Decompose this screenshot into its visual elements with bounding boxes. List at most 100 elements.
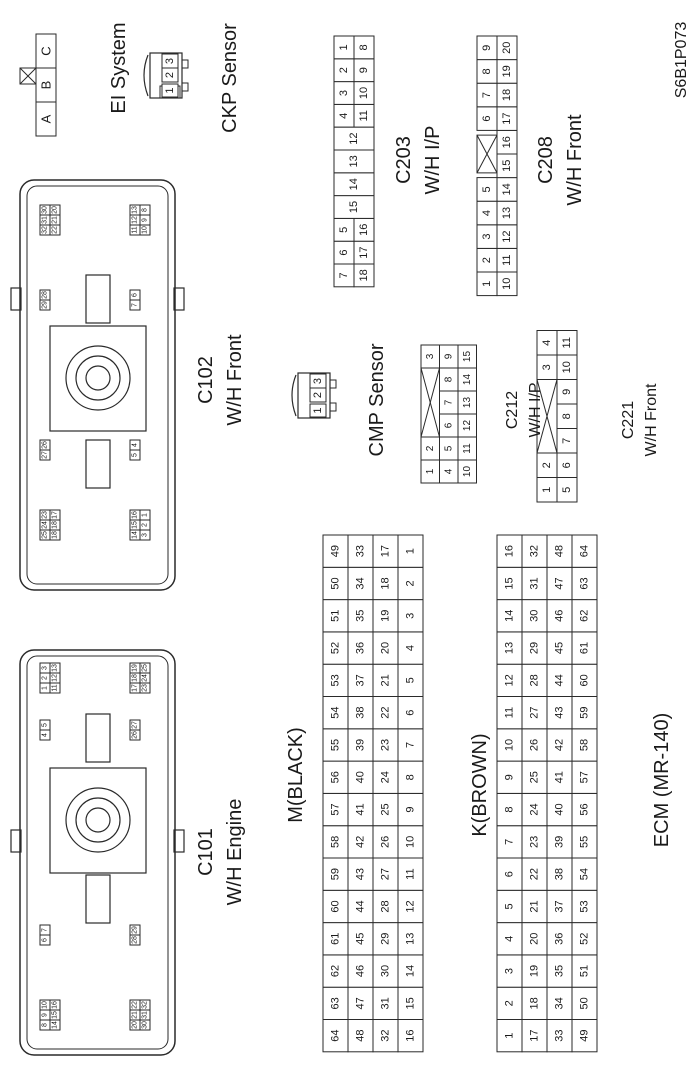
m-pin-3-cell [397, 599, 424, 633]
c101-pin-6-cell [39, 934, 51, 946]
c102-pin-22-cell [49, 224, 61, 236]
k-pin-41-label: 41 [554, 771, 566, 783]
k-pin-22-label: 22 [529, 868, 541, 880]
c102-pin-30-label: 30 [42, 206, 49, 214]
m-pin-13-cell [397, 922, 424, 956]
c102-pin-27-label: 27 [42, 451, 49, 459]
c208-pin-11-label: 11 [501, 254, 513, 265]
m-pin-16-cell [397, 1019, 424, 1053]
k-pin-24-label: 24 [529, 803, 541, 815]
c101-pin-21-label: 21 [132, 1011, 139, 1019]
k-pin-7-label: 7 [504, 839, 516, 845]
k-pin-4-cell [496, 922, 523, 956]
ckp-pin-3-label: 3 [164, 58, 176, 64]
c203-pin-16-label: 16 [358, 224, 370, 236]
m-pin-49-label: 49 [330, 545, 342, 557]
k-pin-43-label: 43 [554, 707, 566, 719]
c203-pin-12-cell [333, 126, 375, 151]
k-pin-25-label: 25 [529, 771, 541, 783]
m-pin-33-label: 33 [355, 545, 367, 557]
c208-pin-2-label: 2 [481, 257, 493, 263]
m-pin-10-label: 10 [405, 836, 417, 848]
k-pin-44-label: 44 [554, 674, 566, 686]
c101-pin-1-label: 1 [42, 686, 49, 690]
c221-pin-8-label: 8 [561, 413, 573, 419]
c208-pin-18-label: 18 [501, 89, 513, 101]
c102-pin-27-cell [39, 449, 51, 461]
c208-pin-6-label: 6 [481, 116, 493, 122]
m-pin-7-label: 7 [405, 742, 417, 748]
c102-pin-28-label: 28 [42, 291, 49, 299]
c102-pin-9-label: 9 [142, 218, 149, 222]
c203-pin-17-label: 17 [358, 246, 370, 258]
c101-pin-20-label: 20 [132, 1021, 139, 1029]
k-pin-47-label: 47 [554, 577, 566, 589]
m-pin-2-label: 2 [405, 580, 417, 586]
c203-pin-11-label: 11 [358, 110, 370, 121]
k-pin-33-label: 33 [554, 1030, 566, 1042]
c101-pin-5-label: 5 [42, 723, 49, 727]
k-pin-45-label: 45 [554, 642, 566, 654]
c102-pin-16-label: 16 [132, 511, 139, 519]
c212-pin-13-label: 13 [462, 397, 473, 409]
m-pin-20-cell [372, 631, 399, 665]
m-pin-9-label: 9 [405, 806, 417, 812]
m-pin-13-label: 13 [405, 933, 417, 945]
m-pin-49-cell [322, 534, 349, 568]
c102-pin-18-label: 18 [52, 531, 59, 539]
c212-pin-4-label: 4 [443, 468, 454, 474]
m-pin-24-label: 24 [380, 771, 392, 783]
c101-pin-3-label: 3 [42, 666, 49, 670]
c102-pin-1-label: 1 [142, 513, 149, 517]
m-pin-29-cell [372, 922, 399, 956]
c203-name-label: C203 [393, 136, 415, 184]
c101-pin-30-label: 30 [142, 1021, 149, 1029]
c102-pin-7-label: 7 [132, 303, 139, 307]
k-pin-29-label: 29 [529, 642, 541, 654]
c212-sub-label: W/H I/P [527, 382, 544, 437]
ei-pin-C-label: C [39, 46, 54, 55]
k-pin-16-cell [496, 534, 523, 568]
k-pin-57-cell [571, 760, 598, 794]
c208-pin-5-label: 5 [481, 186, 493, 192]
c212-pin-1-label: 1 [425, 468, 436, 474]
c101-pin-23-label: 23 [142, 684, 149, 692]
k-pin-48-label: 48 [554, 545, 566, 557]
m-pin-56-cell [322, 760, 349, 794]
c212-pin-15-label: 15 [462, 351, 473, 363]
m-pin-7-cell [397, 728, 424, 762]
c101-sub-label: W/H Engine [224, 799, 246, 906]
c203-pin-13-label: 13 [348, 155, 360, 167]
m-pin-38-cell [347, 696, 374, 730]
c102-pin-25-label: 25 [42, 531, 49, 539]
m-pin-63-label: 63 [330, 997, 342, 1009]
c208-pin-19-label: 19 [501, 65, 513, 77]
m-pin-41-cell [347, 792, 374, 827]
c102-pin-17-label: 17 [52, 511, 59, 519]
c212-pin-11-label: 11 [462, 443, 473, 454]
k-pin-6-cell [496, 857, 523, 891]
c203-pin-7-label: 7 [338, 272, 350, 278]
m-pin-21-cell [372, 663, 399, 698]
m-pin-34-label: 34 [355, 577, 367, 589]
k-pin-37-label: 37 [554, 900, 566, 912]
ckp-pin-3-cell [161, 53, 179, 69]
k-pin-45-cell [546, 631, 573, 665]
m-pin-2-cell [397, 566, 424, 601]
k-pin-24-cell [521, 792, 548, 827]
m-pin-20-label: 20 [380, 642, 392, 654]
m-pin-48-cell [347, 1019, 374, 1053]
m-pin-5-label: 5 [405, 677, 417, 683]
c221-pin-4-label: 4 [541, 340, 553, 346]
m-pin-24-cell [372, 760, 399, 794]
k-pin-32-cell [521, 534, 548, 568]
c208-pin-5-cell [476, 177, 498, 202]
k-pin-17-label: 17 [529, 1030, 541, 1042]
m-pin-61-cell [322, 922, 349, 956]
m-pin-34-cell [347, 566, 374, 601]
c208-name-label: C208 [535, 136, 557, 184]
c101-pin-26-label: 26 [132, 731, 139, 739]
m-pin-62-label: 62 [330, 965, 342, 977]
